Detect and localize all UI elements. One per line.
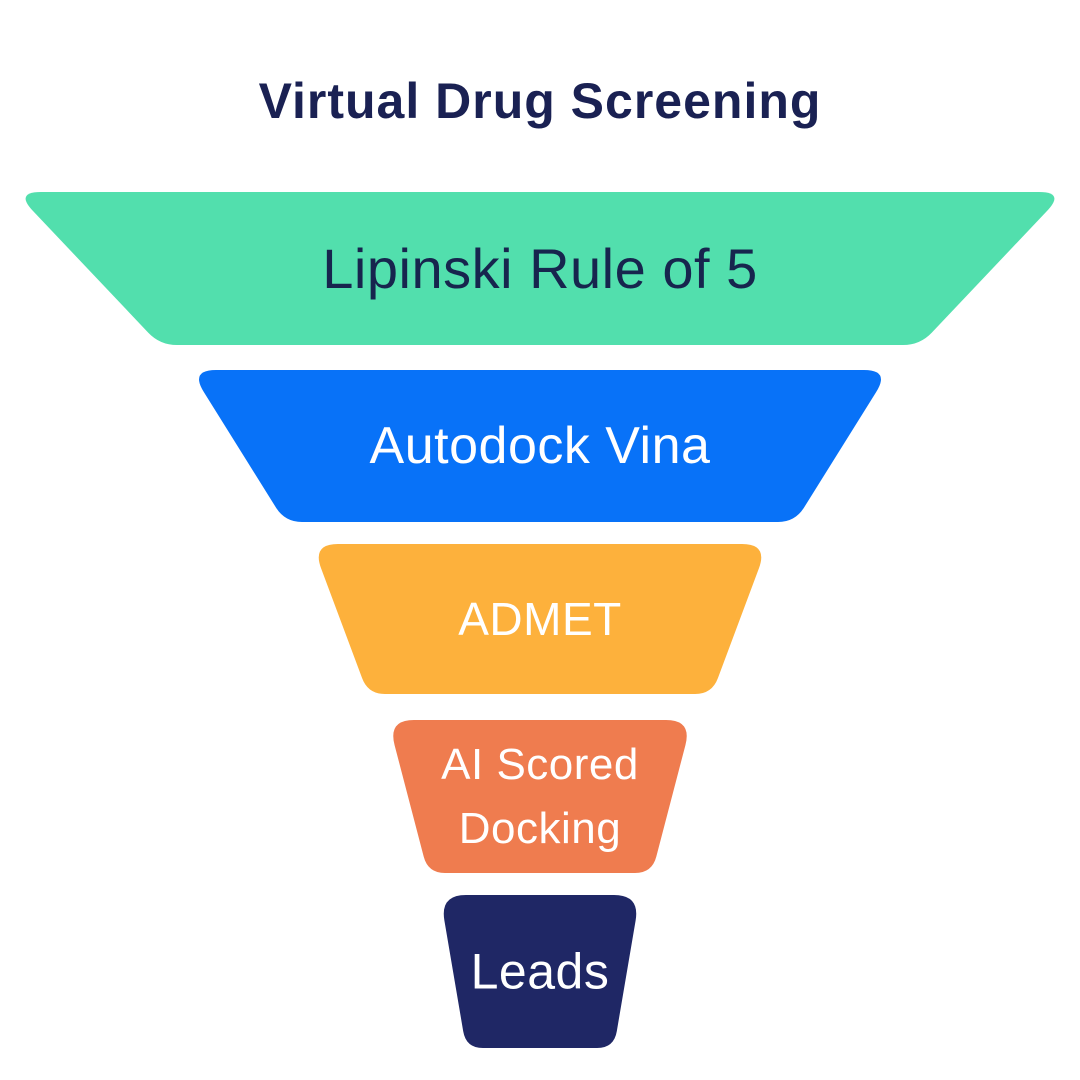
funnel-stage-ai-scored-docking-label: AI Scored — [441, 740, 639, 789]
funnel-stage-admet-shape — [318, 544, 762, 694]
funnel-stage-autodock-vina-label: Autodock Vina — [370, 417, 711, 475]
funnel-stage-autodock-vina-shape — [199, 370, 881, 522]
funnel-stage-leads-label: Leads — [471, 944, 610, 1000]
funnel-stage-ai-scored-docking-shape — [393, 720, 687, 873]
funnel-stage-lipinski-rule-of-5-label: Lipinski Rule of 5 — [322, 237, 757, 300]
page-title: Virtual Drug Screening — [258, 73, 822, 129]
funnel-stage-lipinski-rule-of-5-shape — [25, 192, 1055, 345]
funnel-stage-admet-label: ADMET — [458, 593, 622, 645]
funnel-stage-leads-shape — [443, 895, 637, 1048]
funnel-stage-ai-scored-docking-label: Docking — [459, 804, 621, 853]
